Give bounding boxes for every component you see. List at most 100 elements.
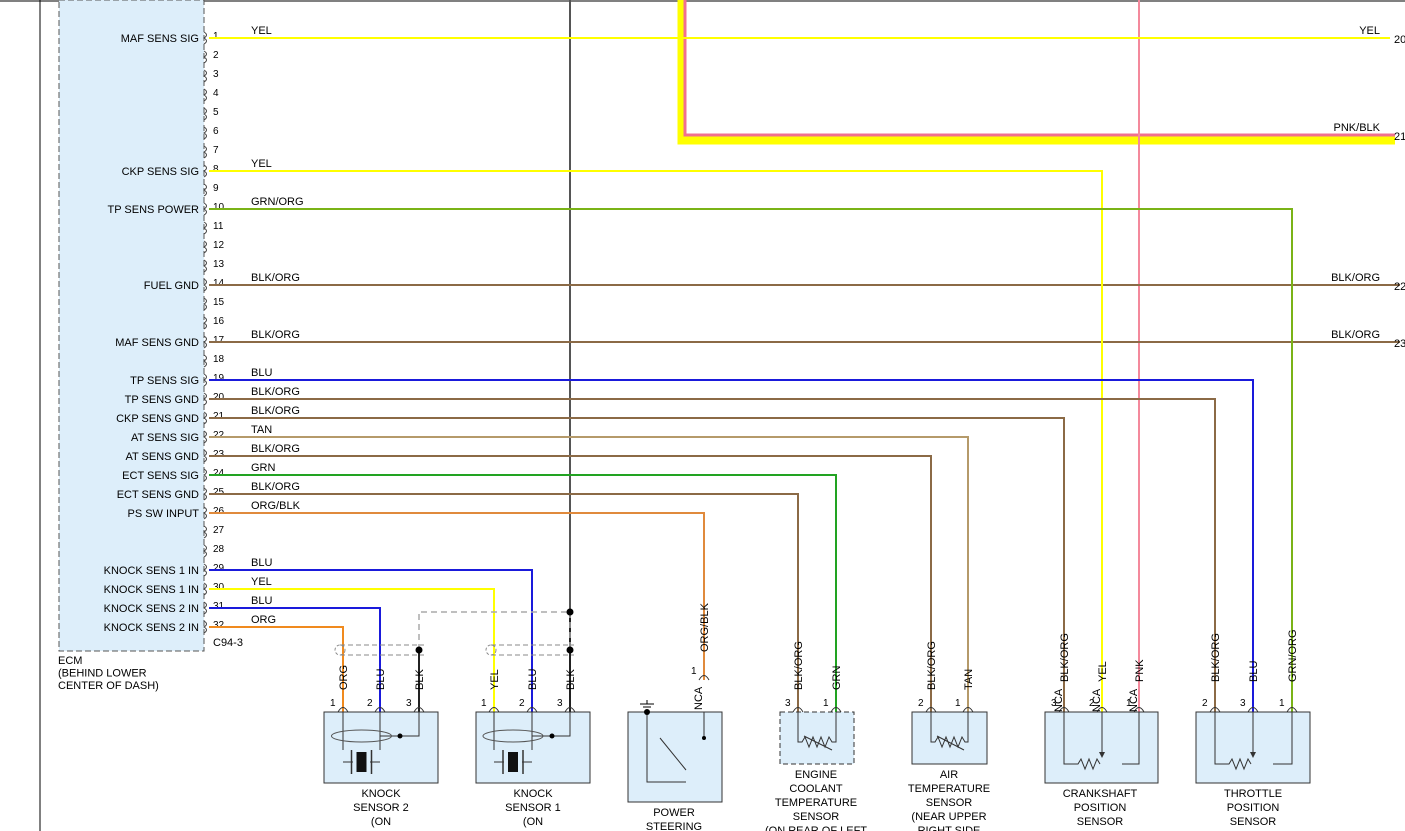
ecm-pin-bracket [203, 164, 207, 178]
ecm-pin-bracket [203, 240, 207, 254]
wire-ect-sens-sig [209, 474, 837, 712]
at-label-line: RIGHT SIDE [918, 825, 981, 831]
tps-label-line: SENSOR [1230, 816, 1277, 828]
ecm-wire-color-label: YEL [251, 158, 272, 170]
ecm-pin-name: KNOCK SENS 1 IN [104, 584, 199, 596]
ecm-wire-color-label: BLK/ORG [251, 481, 300, 493]
ecm-pin-bracket [203, 544, 207, 558]
ect-label-line: COOLANT [789, 783, 842, 795]
ecm-wire-color-label: YEL [251, 25, 272, 37]
ecm-pin-number: 8 [213, 164, 219, 175]
component-wire-color-label: BLK/ORG [926, 641, 938, 690]
ecm-pin-name: AT SENS GND [125, 451, 199, 463]
ecm-pin-number: 18 [213, 354, 225, 365]
ecm-pin-number: 26 [213, 506, 225, 517]
ecm-pin-name: MAF SENS GND [115, 337, 199, 349]
splice-dot [397, 733, 403, 739]
ecm-pin-number: 25 [213, 487, 225, 498]
component-pin-number: 1 [691, 666, 697, 677]
ecm-pin-number: 2 [213, 50, 219, 61]
right-page-reference: 23 [1394, 338, 1405, 350]
component-wire-color-label: TAN [963, 669, 975, 690]
component-wire-color-label: PNK [1134, 659, 1146, 682]
cable-shield-oval [340, 644, 424, 656]
component-pin-number: 1 [481, 698, 487, 709]
component-wire-color-label: BLK [414, 669, 426, 690]
right-wire-color-label: BLK/ORG [1331, 329, 1380, 341]
wire-tp-sens-gnd [209, 398, 1216, 712]
thermistor-symbol [797, 712, 837, 751]
cable-shield-oval [491, 644, 574, 656]
ecm-pin-bracket [203, 392, 207, 406]
ecm-pin-name: KNOCK SENS 2 IN [104, 603, 199, 615]
ecm-pin-bracket [203, 525, 207, 539]
splice-dot [549, 733, 555, 739]
connector-pin-cap [962, 707, 974, 713]
ecm-pin-bracket [203, 335, 207, 349]
knock2-label-line: SENSOR 2 [353, 802, 409, 814]
component-wire-color-label: BLK/ORG [1059, 633, 1071, 682]
ecm-pin-bracket [203, 487, 207, 501]
potentiometer-symbol [1214, 712, 1293, 771]
component-pin-number: 3 [1051, 698, 1057, 709]
ecm-pin-number: 12 [213, 240, 225, 251]
component-pin-number: 1 [1279, 698, 1285, 709]
ground-icon [640, 700, 654, 708]
wire-at-sens-sig [209, 436, 969, 712]
component-pin-number: 1 [1126, 698, 1132, 709]
ecm-pin-name: AT SENS SIG [131, 432, 199, 444]
component-wire-color-label: BLU [375, 669, 387, 690]
wire-at-sens-gnd [209, 455, 932, 712]
right-wire-color-label: PNK/BLK [1334, 122, 1381, 134]
ecm-wire-color-label: BLU [251, 367, 272, 379]
ecm-pin-bracket [203, 354, 207, 368]
wire-knock2-org [209, 626, 344, 712]
ecm-pin-number: 29 [213, 563, 225, 574]
ecm-wire-color-label: BLK/ORG [251, 386, 300, 398]
connector-pin-cap [1286, 707, 1298, 713]
component-pin-number: 1 [330, 698, 336, 709]
cable-shield-end [485, 644, 497, 656]
component-pin-number: 3 [406, 698, 412, 709]
right-page-reference: 21 [1394, 131, 1405, 143]
splice-dot [415, 646, 423, 654]
ecm-pin-bracket [203, 316, 207, 330]
ecm-caption-line: (BEHIND LOWER [58, 668, 147, 680]
ps-label-line: STEERING [646, 821, 702, 831]
knock2-label-line: (ON [371, 816, 391, 828]
right-wire-color-label: YEL [1359, 25, 1380, 37]
ecm-pin-bracket [203, 506, 207, 520]
wire-knock1-blu [209, 569, 533, 712]
connector-pin-cap [830, 707, 842, 713]
ecm-wire-color-label: ORG/BLK [251, 500, 301, 512]
ecm-pin-bracket [203, 69, 207, 83]
ecm-pin-bracket [203, 183, 207, 197]
tps-label-line: POSITION [1227, 802, 1280, 814]
shield-dashed-link [418, 611, 570, 650]
ecm-pin-name: TP SENS SIG [130, 375, 199, 387]
ecm-pin-number: 31 [213, 601, 225, 612]
wire-knock1-yel [209, 588, 495, 712]
connector-pin-cap [1133, 707, 1145, 713]
ecm-pin-number: 3 [213, 69, 219, 80]
component-wire-color-label: YEL [1097, 661, 1109, 682]
ecm-pin-number: 7 [213, 145, 219, 156]
ecm-wire-color-label: BLK/ORG [251, 272, 300, 284]
ecm-pin-bracket [203, 107, 207, 121]
at-label-line: TEMPERATURE [908, 783, 990, 795]
component-pin-number: 2 [918, 698, 924, 709]
right-wire-color-label: BLK/ORG [1331, 272, 1380, 284]
component-wire-color-label: GRN/ORG [1287, 629, 1299, 682]
component-pin-number: 3 [1240, 698, 1246, 709]
component-wire-color-label: ORG [338, 665, 350, 690]
potentiometer-wiper-arrow [1250, 752, 1256, 758]
ecm-pin-name: KNOCK SENS 1 IN [104, 565, 199, 577]
ecm-pin-bracket [203, 126, 207, 140]
connector-pin-cap [925, 707, 937, 713]
ecm-pin-number: 6 [213, 126, 219, 137]
ckp-label-line: CRANKSHAFT [1063, 788, 1138, 800]
connector-pin-cap [1209, 707, 1221, 713]
ecm-pin-number: 19 [213, 373, 225, 384]
ecm-pin-number: 24 [213, 468, 225, 479]
